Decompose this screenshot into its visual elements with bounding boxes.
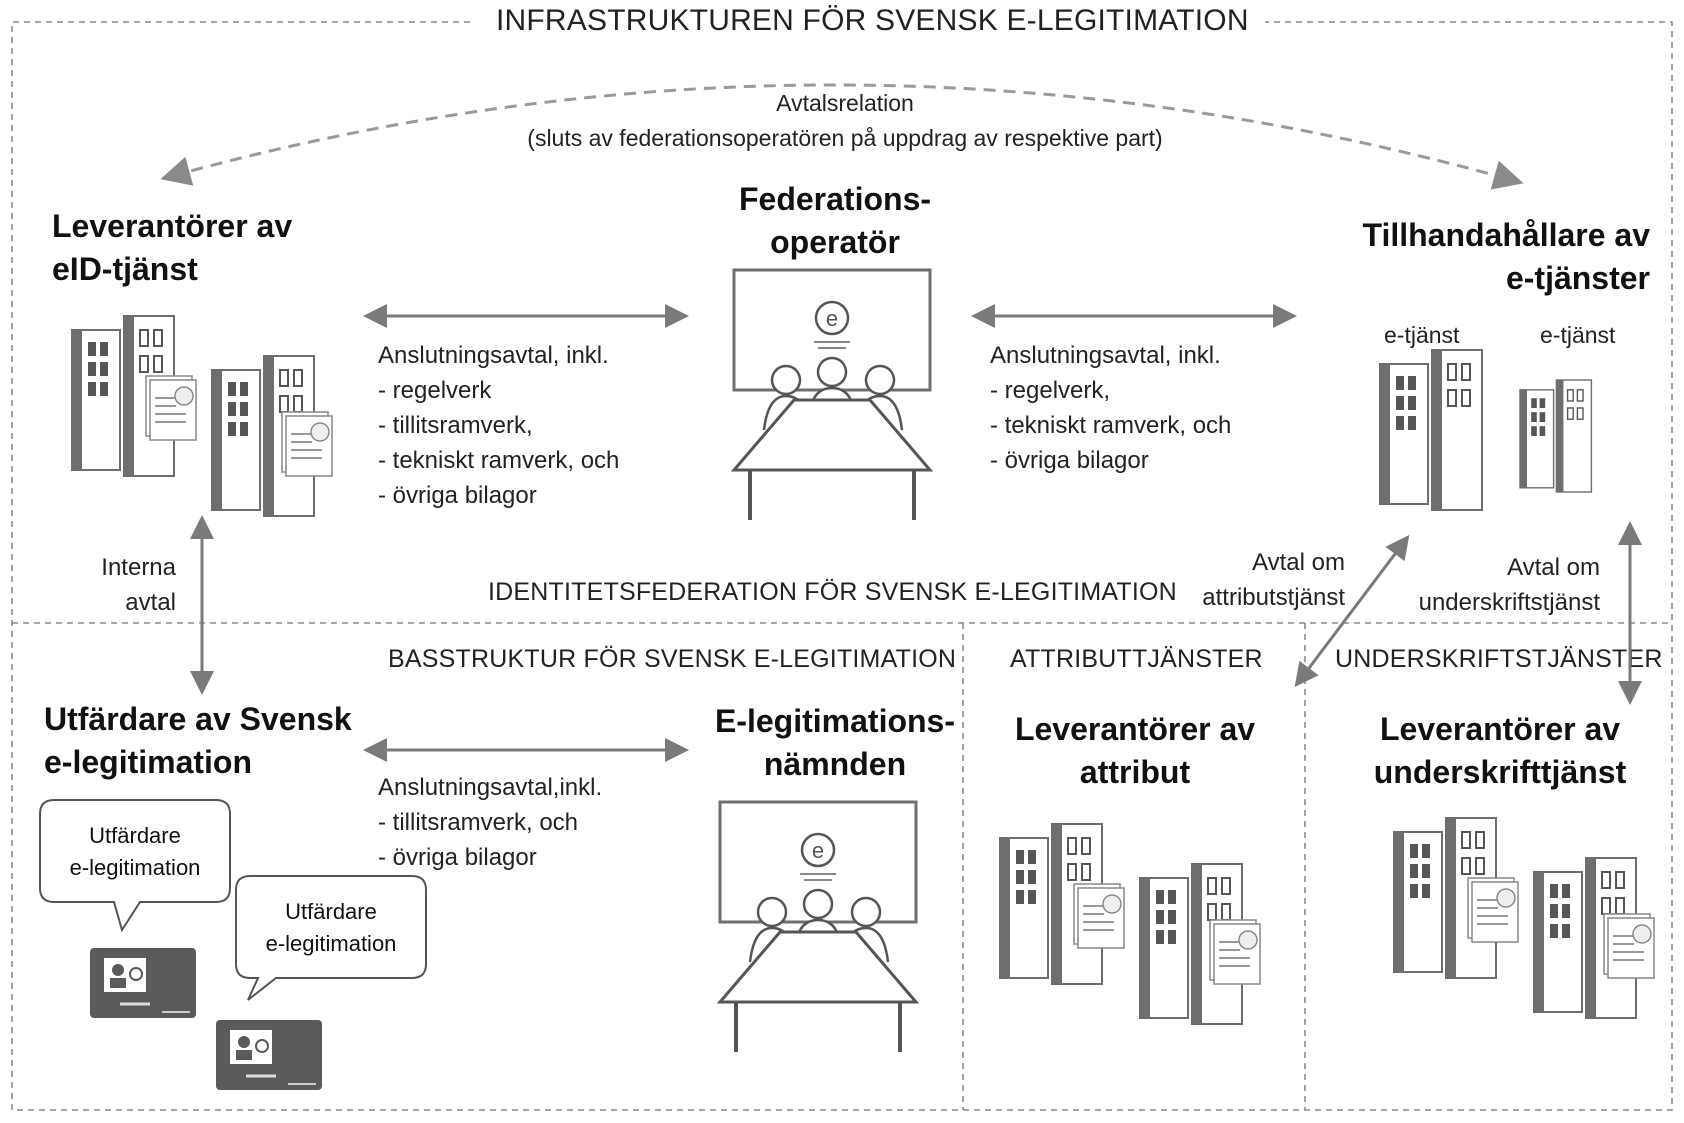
agreement-bottom-item: - övriga bilagor [378,844,537,871]
id-card-icon [214,1018,324,1092]
eid-providers-buildings-icon [71,315,333,517]
agreement-relation-label: Avtalsrelation (sluts av federationsoper… [500,86,1190,156]
signature-agreement-line2: underskriftstjänst [1418,589,1600,616]
eid-providers-line2: eID-tjänst [52,251,198,287]
eservice-providers-line1: Tillhandahållare av [1362,217,1650,253]
zone-title-identity-federation: IDENTITETSFEDERATION FÖR SVENSK E-LEGITI… [488,578,1177,606]
agreement-right-item: - regelverk, [990,377,1111,404]
speech-bubble-icon [235,875,427,1001]
agreement-right-item: - övriga bilagor [990,447,1149,474]
agreement-left-item: - tekniskt ramverk, och [378,447,620,474]
issuers-line1: Utfärdare av Svensk [44,701,352,737]
bubble-1-line1: Utfärdare [89,823,181,848]
signature-agreement-label: Avtal om underskriftstjänst [1400,550,1600,620]
attribute-providers-line2: attribut [1079,754,1191,790]
agreement-left-text: Anslutningsavtal, inkl. - regelverk - ti… [378,338,619,513]
federation-operator-heading: Federations- operatör [690,178,980,264]
attribute-providers-heading: Leverantörer av attribut [980,708,1290,794]
id-card-icon [88,946,198,1020]
internal-agreement-line2: avtal [125,589,176,616]
zone-title-base-structure: BASSTRUKTUR FÖR SVENSK E-LEGITIMATION [388,645,957,673]
issuers-line2: e-legitimation [44,744,253,780]
agreement-right-text: Anslutningsavtal, inkl. - regelverk, - t… [990,338,1231,478]
eservice-label-2: e-tjänst [1540,322,1616,348]
bubble-2-line1: Utfärdare [285,899,377,924]
internal-agreement-label: Interna avtal [96,550,176,620]
board-meeting-icon [718,800,918,1054]
speech-bubble-icon [39,799,231,933]
board-line2: nämnden [763,746,907,782]
bubble-text-1: Utfärdare e-legitimation [40,820,230,884]
agreement-relation-line1: Avtalsrelation [776,90,914,116]
agreement-bottom-title: Anslutningsavtal,inkl. [378,774,603,801]
bubble-2-line2: e-legitimation [265,931,397,956]
agreement-right-title: Anslutningsavtal, inkl. [990,342,1221,369]
agreement-bottom-text: Anslutningsavtal,inkl. - tillitsramverk,… [378,770,602,875]
bubble-1-line2: e-legitimation [69,855,201,880]
agreement-left-item: - regelverk [378,377,492,404]
eservice-providers-line2: e-tjänster [1505,260,1650,296]
agreement-relation-arc [160,83,1524,190]
signature-providers-line1: Leverantörer av [1379,711,1621,747]
diagram-title: INFRASTRUKTUREN FÖR SVENSK E-LEGITIMATIO… [480,4,1265,38]
outer-frame [11,21,1673,1111]
agreement-relation-line2: (sluts av federationsoperatören på uppdr… [527,125,1163,151]
arrow-attribute-agreement [1294,534,1410,688]
signature-providers-heading: Leverantörer av underskrifttjänst [1340,708,1660,794]
agreement-left-item: - övriga bilagor [378,482,537,509]
agreement-bottom-item: - tillitsramverk, och [378,809,579,836]
board-line1: E-legitimations- [714,703,955,739]
eservice-buildings-icon [1379,349,1593,511]
eid-providers-line1: Leverantörer av [52,208,293,244]
signature-providers-buildings-icon [1393,817,1655,1019]
agreement-left-title: Anslutningsavtal, inkl. [378,342,609,369]
issuers-heading: Utfärdare av Svensk e-legitimation [44,698,352,784]
bubble-text-2: Utfärdare e-legitimation [236,896,426,960]
federation-operator-line2: operatör [770,224,900,260]
federation-meeting-icon [732,268,932,522]
internal-agreement-line1: Interna [101,554,176,581]
eservice-providers-heading: Tillhandahållare av e-tjänster [1340,214,1650,300]
agreement-left-item: - tillitsramverk, [378,412,533,439]
eid-providers-heading: Leverantörer av eID-tjänst [52,205,292,291]
attribute-providers-buildings-icon [999,823,1261,1025]
eservice-label-1: e-tjänst [1384,322,1460,348]
board-heading: E-legitimations- nämnden [690,700,980,786]
signature-agreement-line1: Avtal om [1507,554,1600,581]
zone-title-attribute-services: ATTRIBUTTJÄNSTER [1010,645,1263,673]
signature-providers-line2: underskrifttjänst [1373,754,1627,790]
federation-operator-line1: Federations- [738,181,932,217]
attribute-providers-line1: Leverantörer av [1014,711,1256,747]
agreement-right-item: - tekniskt ramverk, och [990,412,1232,439]
